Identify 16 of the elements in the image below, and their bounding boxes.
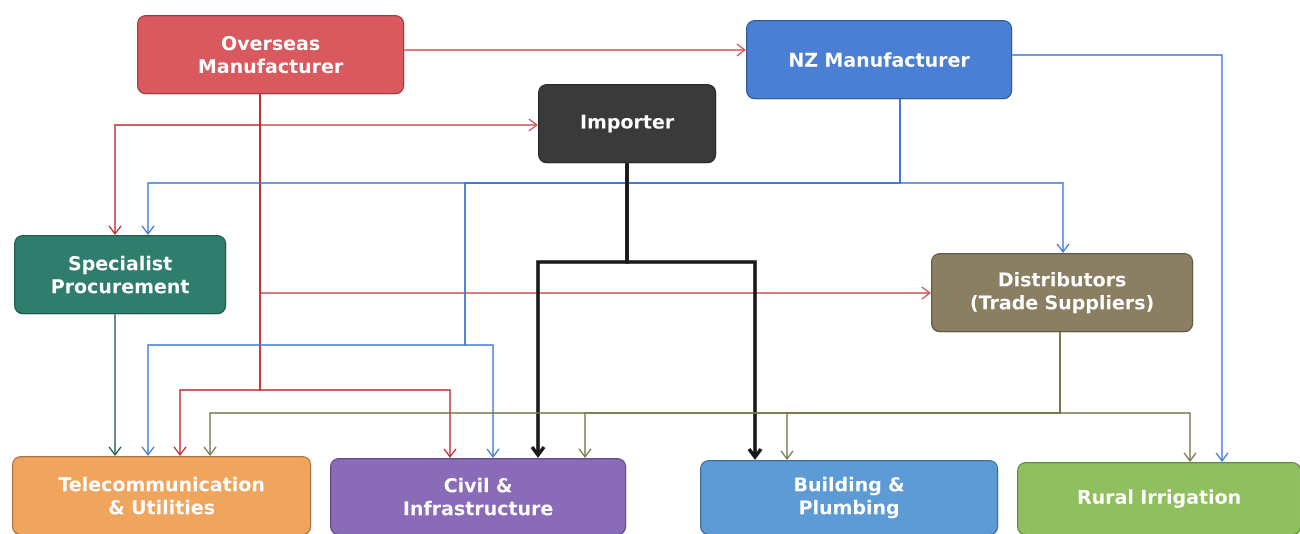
arrow [403,43,746,57]
process-box: NZ Manufacturer [746,20,1013,100]
arrow [1059,331,1197,462]
process-box: Importer [538,84,717,164]
arrow [464,98,901,458]
arrow [1011,54,1229,462]
process-box: Building & Plumbing [700,460,999,534]
process-box: Overseas Manufacturer [137,15,405,95]
arrow [108,313,122,456]
arrow [625,163,763,460]
arrow [259,93,457,458]
process-box: Rural Irrigation [1017,462,1300,534]
process-box: Specialist Procurement [14,235,227,315]
process-box: Distributors (Trade Suppliers) [931,253,1194,333]
process-box: Telecommunication & Utilities [12,456,312,534]
process-box: Civil & Infrastructure [330,458,627,534]
